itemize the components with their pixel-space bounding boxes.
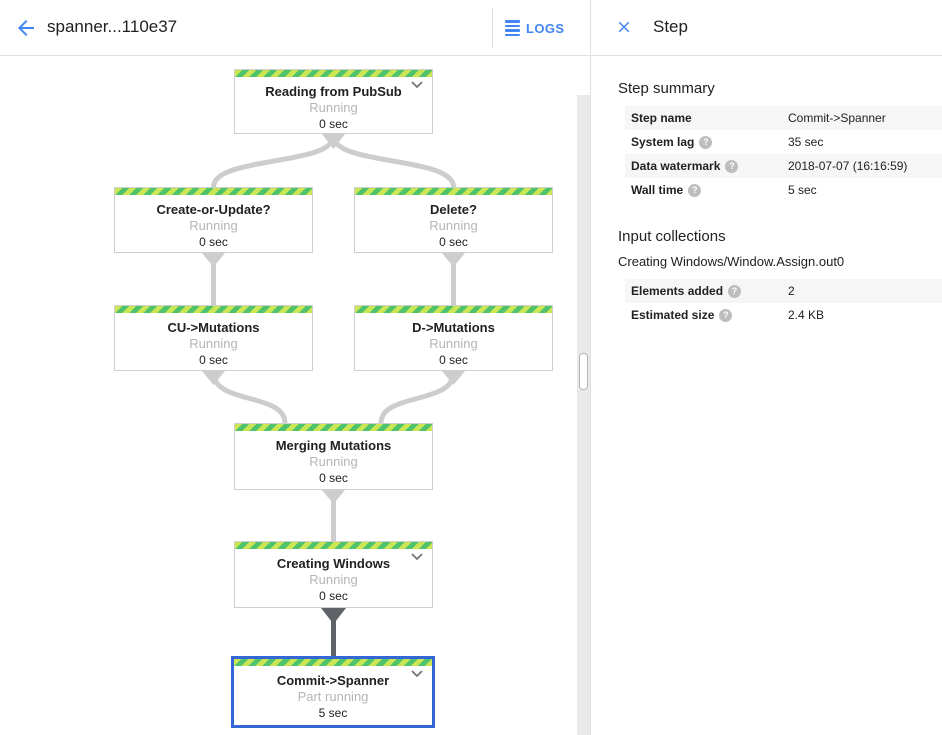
node-duration: 0 sec bbox=[439, 235, 468, 249]
row-value: 5 sec bbox=[788, 183, 817, 197]
help-icon[interactable]: ? bbox=[688, 183, 702, 197]
row-label: System lag bbox=[631, 135, 695, 149]
node-duration: 0 sec bbox=[319, 589, 348, 603]
table-row: Elements added? 2 bbox=[625, 279, 942, 303]
table-row: Step name Commit->Spanner bbox=[625, 106, 942, 130]
row-label: Elements added bbox=[631, 284, 724, 298]
row-label: Step name bbox=[631, 111, 692, 125]
node-title: Reading from PubSub bbox=[265, 84, 402, 99]
node-duration: 0 sec bbox=[319, 117, 348, 131]
help-icon[interactable]: ? bbox=[728, 284, 742, 298]
step-panel-title: Step bbox=[653, 17, 688, 36]
node-status: Running bbox=[309, 100, 358, 115]
chevron-down-icon[interactable] bbox=[411, 553, 423, 561]
row-value: Commit->Spanner bbox=[788, 111, 886, 125]
node-status: Running bbox=[429, 336, 478, 351]
header: spanner...110e37 LOGS Step bbox=[0, 0, 942, 56]
chevron-down-icon[interactable] bbox=[411, 81, 423, 89]
close-icon[interactable] bbox=[615, 18, 635, 38]
node-duration: 0 sec bbox=[199, 235, 228, 249]
running-progress-stripe bbox=[234, 659, 432, 666]
graph-node-delete[interactable]: Delete? Running 0 sec bbox=[354, 187, 553, 253]
help-icon[interactable]: ? bbox=[699, 135, 713, 149]
node-title: Create-or-Update? bbox=[156, 202, 271, 217]
help-icon[interactable]: ? bbox=[725, 159, 739, 173]
graph-scrollbar-track[interactable] bbox=[577, 95, 590, 735]
graph-node-commit-spanner[interactable]: Commit->Spanner Part running 5 sec bbox=[231, 656, 435, 728]
input-collection-name: Creating Windows/Window.Assign.out0 bbox=[618, 254, 845, 269]
running-progress-stripe bbox=[235, 424, 432, 431]
node-status: Running bbox=[189, 218, 238, 233]
graph-node-create-or-update[interactable]: Create-or-Update? Running 0 sec bbox=[114, 187, 313, 253]
graph-node-reading-from-pubsub[interactable]: Reading from PubSub Running 0 sec bbox=[234, 69, 433, 134]
graph-node-creating-windows[interactable]: Creating Windows Running 0 sec bbox=[234, 541, 433, 608]
row-label: Wall time bbox=[631, 183, 684, 197]
row-label: Data watermark bbox=[631, 159, 721, 173]
chevron-down-icon[interactable] bbox=[411, 670, 423, 678]
node-duration: 0 sec bbox=[439, 353, 468, 367]
node-title: Merging Mutations bbox=[275, 438, 392, 453]
node-duration: 5 sec bbox=[318, 706, 348, 720]
row-value: 35 sec bbox=[788, 135, 824, 149]
logs-list-icon bbox=[505, 20, 520, 36]
back-arrow-icon[interactable] bbox=[14, 16, 38, 40]
input-collections-table: Elements added? 2 Estimated size? 2.4 KB bbox=[591, 279, 942, 327]
step-summary-heading: Step summary bbox=[618, 80, 715, 97]
node-status: Part running bbox=[297, 689, 369, 704]
node-title: Creating Windows bbox=[276, 556, 391, 571]
running-progress-stripe bbox=[115, 188, 312, 195]
node-title: Delete? bbox=[430, 202, 477, 217]
job-title: spanner...110e37 bbox=[47, 17, 178, 36]
logs-button[interactable]: LOGS bbox=[505, 16, 564, 40]
node-status: Running bbox=[189, 336, 238, 351]
row-label: Estimated size bbox=[631, 308, 715, 322]
node-title: D->Mutations bbox=[412, 320, 495, 335]
table-row: Estimated size? 2.4 KB bbox=[625, 303, 942, 327]
table-row: Wall time? 5 sec bbox=[625, 178, 942, 202]
input-collections-heading: Input collections bbox=[618, 228, 726, 245]
step-panel: Step summary Step name Commit->Spanner S… bbox=[591, 57, 942, 735]
node-duration: 0 sec bbox=[199, 353, 228, 367]
running-progress-stripe bbox=[235, 542, 432, 549]
pipeline-graph: Reading from PubSub Running 0 sec Create… bbox=[0, 56, 590, 735]
graph-edges bbox=[202, 133, 465, 656]
row-value: 2018-07-07 (16:16:59) bbox=[788, 159, 908, 173]
node-status: Running bbox=[429, 218, 478, 233]
node-title: CU->Mutations bbox=[167, 320, 260, 335]
help-icon[interactable]: ? bbox=[719, 308, 733, 322]
graph-node-d-mutations[interactable]: D->Mutations Running 0 sec bbox=[354, 305, 553, 371]
node-status: Running bbox=[309, 454, 358, 469]
row-value: 2.4 KB bbox=[788, 308, 825, 322]
table-row: System lag? 35 sec bbox=[625, 130, 942, 154]
step-summary-table: Step name Commit->Spanner System lag? 35… bbox=[591, 106, 942, 202]
running-progress-stripe bbox=[355, 188, 552, 195]
graph-scrollbar-thumb[interactable] bbox=[579, 353, 588, 390]
graph-node-cu-mutations[interactable]: CU->Mutations Running 0 sec bbox=[114, 305, 313, 371]
panel-divider bbox=[590, 0, 591, 735]
graph-node-merging-mutations[interactable]: Merging Mutations Running 0 sec bbox=[234, 423, 433, 490]
node-title: Commit->Spanner bbox=[276, 673, 390, 688]
node-duration: 0 sec bbox=[319, 471, 348, 485]
running-progress-stripe bbox=[235, 70, 432, 77]
table-row: Data watermark? 2018-07-07 (16:16:59) bbox=[625, 154, 942, 178]
node-status: Running bbox=[309, 572, 358, 587]
header-divider bbox=[492, 8, 493, 48]
running-progress-stripe bbox=[115, 306, 312, 313]
running-progress-stripe bbox=[355, 306, 552, 313]
logs-button-label: LOGS bbox=[526, 20, 565, 36]
row-value: 2 bbox=[788, 284, 795, 298]
